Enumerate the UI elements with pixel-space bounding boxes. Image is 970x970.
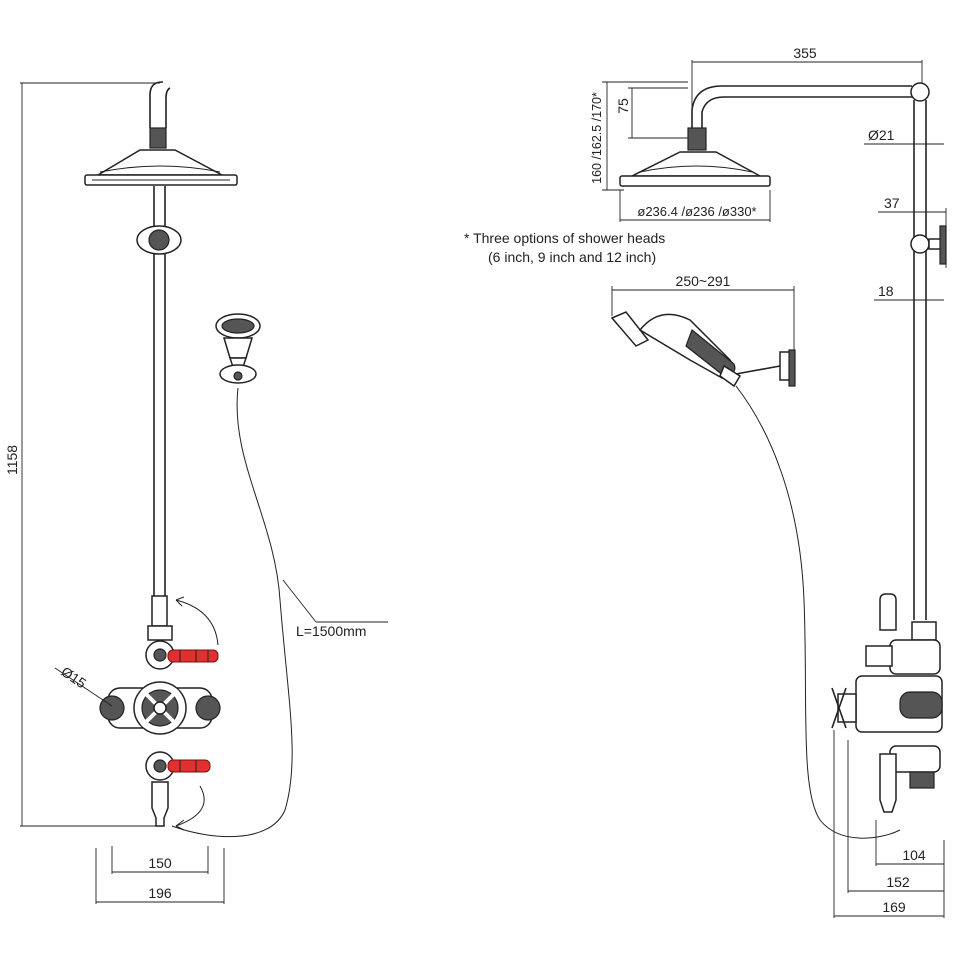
rotation-arrow-top xyxy=(175,599,219,646)
top-diverter-valve xyxy=(145,640,219,670)
arm-elbow xyxy=(149,81,163,128)
note-line-1: * Three options of shower heads xyxy=(464,230,665,246)
depth-169-label: 169 xyxy=(882,899,906,915)
hose-length-label: L=1500mm xyxy=(296,623,366,639)
note-line-2: (6 inch, 9 inch and 12 inch) xyxy=(488,249,656,265)
shower-hose xyxy=(171,387,293,838)
riser-offset-label: 18 xyxy=(878,283,894,299)
diverter-neck xyxy=(151,595,168,627)
handset-reach-label: 250~291 xyxy=(676,273,731,289)
riser-bracket xyxy=(136,225,182,255)
head-diameters-label: ø236.4 /ø236 /ø330* xyxy=(637,204,756,219)
arm-projection-label: 355 xyxy=(793,45,817,61)
shower-arm xyxy=(691,85,912,128)
hose-leader xyxy=(282,579,317,623)
bottom-outlet xyxy=(151,781,169,827)
centres-label: 150 xyxy=(148,855,172,871)
head-heights-label: 160 /162.5 /170* xyxy=(590,92,604,184)
head-rise-label: 75 xyxy=(615,98,631,114)
overall-width-label: 196 xyxy=(148,885,172,901)
bottom-lever-handle xyxy=(167,759,211,773)
side-shower-hose xyxy=(735,385,901,839)
rain-shower-head xyxy=(84,149,238,186)
bracket-offset-label: 37 xyxy=(884,195,900,211)
outlet-diameter-leader xyxy=(54,667,113,707)
side-riser-bracket xyxy=(910,225,947,265)
height-label: 1158 xyxy=(4,445,20,475)
top-lever-handle xyxy=(167,649,219,663)
thermostatic-valve-body xyxy=(99,681,221,735)
depth-152-label: 152 xyxy=(886,874,910,890)
handset-side xyxy=(610,311,796,388)
depth-104-label: 104 xyxy=(902,847,926,863)
front-view: 1158 xyxy=(4,81,388,904)
rotation-arrow-bottom xyxy=(175,785,205,827)
arm-nut xyxy=(149,127,167,149)
side-rain-head xyxy=(619,151,771,187)
side-arm-nut xyxy=(687,127,707,151)
handset-front xyxy=(215,313,261,384)
arm-joint xyxy=(910,82,930,102)
side-valve-assembly xyxy=(831,593,943,813)
bottom-diverter-valve xyxy=(145,751,211,781)
outlet-diameter-label: Ø15 xyxy=(58,663,89,691)
side-view: 355 160 /162.5 /170* 75 ø236.4 /ø236 /ø3… xyxy=(464,45,947,918)
riser-diameter-label: Ø21 xyxy=(868,127,895,143)
